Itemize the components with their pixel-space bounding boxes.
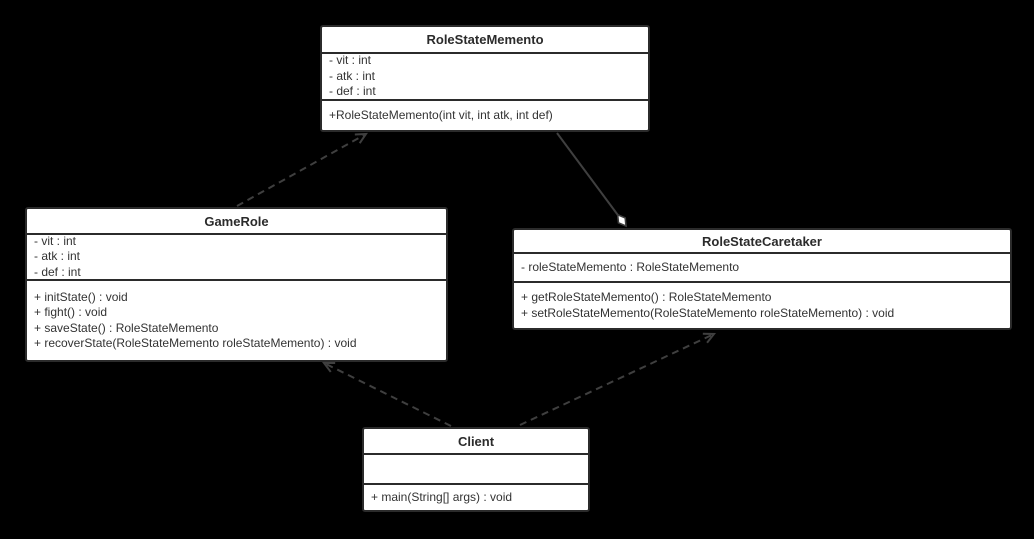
class-title: RoleStateCaretaker [514,230,1010,254]
class-title: RoleStateMemento [322,27,648,54]
class-title: Client [364,429,588,455]
class-methods: + main(String[] args) : void [364,485,588,510]
class-attributes: - vit : int- atk : int- def : int [27,233,446,281]
member-text: + setRoleStateMemento(RoleStateMemento r… [521,305,895,320]
member-text: + initState() : void [34,289,128,304]
dependency-gamerole-to-rolestatememento[interactable] [236,132,368,207]
class-attributes: - roleStateMemento : RoleStateMemento [514,254,1010,283]
member-text: - def : int [329,84,376,99]
member-text: - vit : int [329,53,372,68]
member-text: +RoleStateMemento(int vit, int atk, int … [329,107,553,122]
member-text: + fight() : void [34,305,108,319]
dependency-client-to-rolestatecaretaker[interactable] [519,332,717,426]
dependency-client-to-gamerole[interactable] [321,361,452,427]
class-attributes [364,455,588,485]
class-title: GameRole [27,209,446,235]
member-text: + recoverState(RoleStateMemento roleStat… [34,336,357,350]
class-rolestatecaretaker[interactable]: RoleStateCaretaker - roleStateMemento : … [512,228,1012,330]
class-methods: +RoleStateMemento(int vit, int atk, int … [322,101,648,130]
class-attributes: - vit : int- atk : int- def : int [322,53,648,101]
member-text: - atk : int [34,249,81,264]
class-methods: + initState() : void+ fight() : void+ sa… [27,281,446,360]
member-text: + getRoleStateMemento() : RoleStateMemen… [521,290,772,304]
member-text: + saveState() : RoleStateMemento [34,320,219,335]
class-rolestatememento[interactable]: RoleStateMemento - vit : int- atk : int-… [320,25,650,132]
class-gamerole[interactable]: GameRole - vit : int- atk : int- def : i… [25,207,448,362]
member-text: + main(String[] args) : void [371,489,513,504]
class-client[interactable]: Client + main(String[] args) : void [362,427,590,512]
member-text: - def : int [34,264,81,279]
member-text: - vit : int [34,233,77,248]
member-text: - roleStateMemento : RoleStateMemento [521,259,740,274]
aggregation-rolestatecaretaker-to-rolestatememento[interactable] [556,132,627,228]
member-text: - atk : int [329,68,376,83]
class-methods: + getRoleStateMemento() : RoleStateMemen… [514,283,1010,328]
